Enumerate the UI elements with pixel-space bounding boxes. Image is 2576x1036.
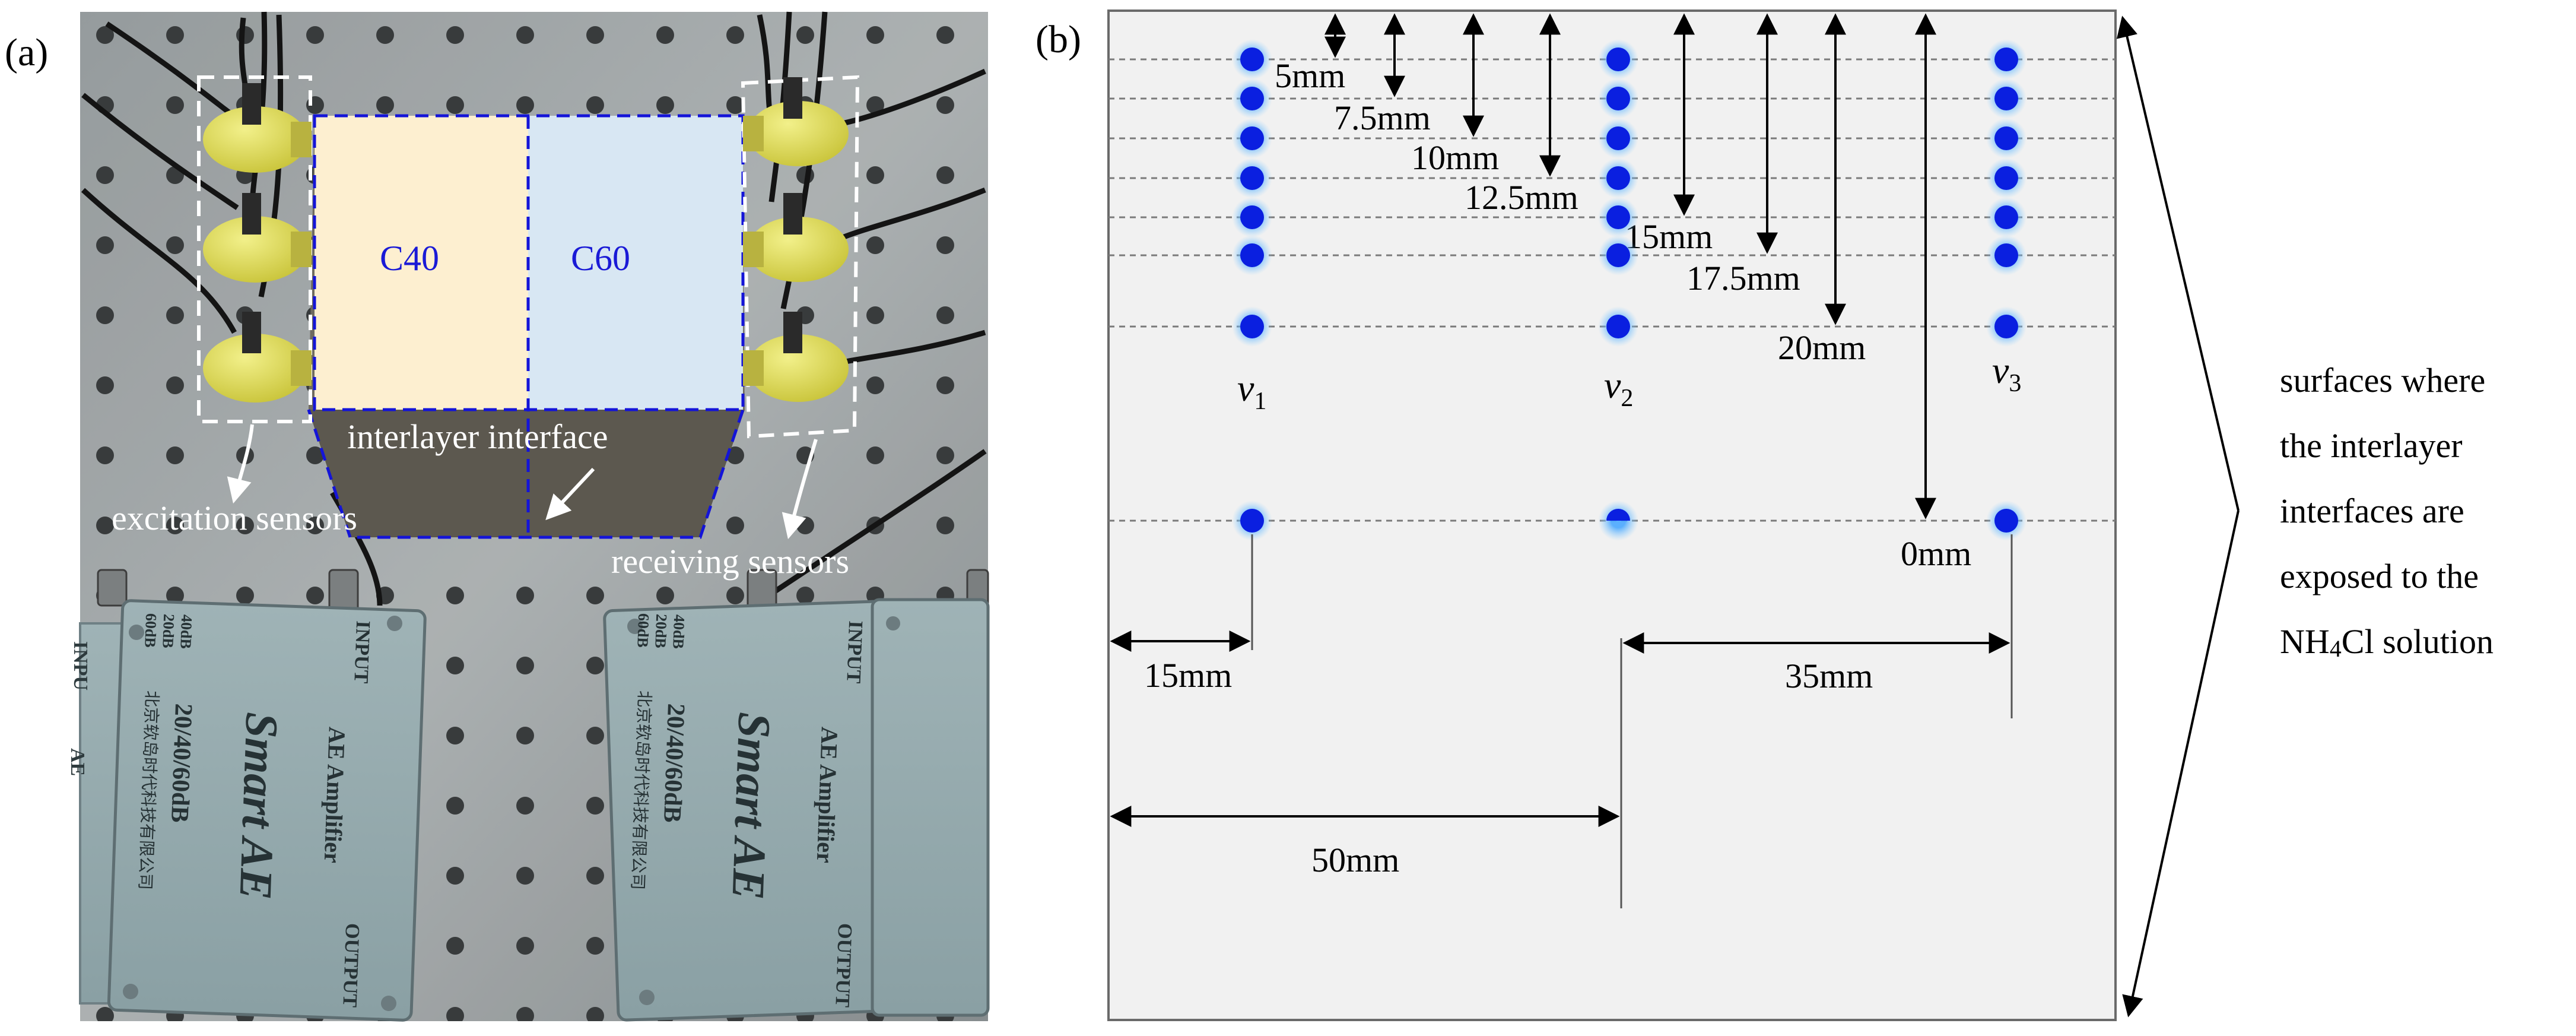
depth-label-10mm: 10mm: [1411, 138, 1499, 177]
dimension-label-15mm: 15mm: [1144, 656, 1232, 695]
svg-text:40dB: 40dB: [177, 614, 195, 650]
measurement-points-v1: [1232, 39, 1272, 541]
concrete-specimen: C40 C60: [307, 114, 745, 539]
svg-text:60dB: 60dB: [141, 613, 160, 648]
side-note-line-3: interfaces are: [2280, 492, 2464, 530]
svg-text:INPU: INPU: [69, 641, 91, 690]
side-note-line-2: the interlayer: [2280, 426, 2463, 465]
sensor-left-1: [203, 83, 312, 173]
depth-label-5mm: 5mm: [1275, 56, 1345, 95]
c40-region: [315, 116, 528, 410]
sensor-left-2: [203, 193, 312, 283]
excitation-arrow: [227, 424, 254, 504]
c60-region: [528, 116, 743, 410]
c40-label: C40: [380, 239, 439, 278]
ae-amplifier-right: Smart AE AE Amplifier 20/40/60dB 北京软岛时代科…: [603, 599, 917, 1022]
column-label-v2: v2: [1604, 364, 1633, 412]
svg-text:60dB: 60dB: [634, 613, 652, 648]
sensor-right-3: [743, 312, 849, 402]
ae-amplifier-partial-right: [871, 598, 990, 1017]
sensor-left-3: [203, 312, 312, 403]
depth-arrows: [1324, 13, 1936, 519]
amp-left-text: Smart AE AE Amplifier 20/40/60dB 北京软岛时代科…: [135, 613, 374, 1008]
depth-label-7-5mm: 7.5mm: [1334, 99, 1431, 137]
svg-text:AE Amplifier: AE Amplifier: [319, 726, 351, 863]
c60-label: C60: [571, 239, 630, 278]
interface-arrow: [545, 467, 595, 521]
side-note-line-1: surfaces where: [2280, 361, 2485, 400]
excitation-sensors: [197, 75, 312, 423]
svg-text:AE Amplifier: AE Amplifier: [812, 726, 843, 863]
receiving-arrow: [782, 439, 818, 540]
svg-text:20/40/60dB: 20/40/60dB: [166, 703, 197, 823]
svg-text:20/40/60dB: 20/40/60dB: [658, 703, 690, 823]
svg-text:AE: AE: [66, 748, 88, 776]
svg-text:OUTPUT: OUTPUT: [831, 923, 856, 1008]
svg-text:40dB: 40dB: [669, 614, 688, 650]
dimension-label-35mm: 35mm: [1785, 657, 1873, 695]
depth-label-20mm: 20mm: [1778, 328, 1866, 367]
depth-label-15mm: 15mm: [1625, 217, 1713, 256]
measurement-points-v2: [1598, 39, 1638, 541]
svg-text:20dB: 20dB: [159, 614, 177, 649]
svg-text:OUTPUT: OUTPUT: [338, 923, 363, 1008]
depth-label-0mm: 0mm: [1901, 534, 1971, 573]
excitation-label: excitation sensors: [112, 499, 357, 537]
svg-text:Smart AE: Smart AE: [230, 711, 288, 901]
side-note-line-5: NH4Cl solution: [2280, 622, 2494, 662]
measurement-points-v3: [1986, 39, 2027, 541]
panel-b-label: (b): [1036, 18, 1081, 61]
sensor-right-2: [743, 193, 849, 282]
svg-text:20dB: 20dB: [652, 614, 670, 649]
horizontal-dimensions: [1110, 534, 2013, 908]
depth-label-group: 5mm 7.5mm 10mm 12.5mm 15mm 17.5mm 20mm 0…: [1275, 56, 1971, 573]
sensor-right-1: [743, 77, 849, 166]
svg-text:INPUT: INPUT: [350, 620, 374, 684]
ae-amplifier-left: Smart AE AE Amplifier 20/40/60dB 北京软岛时代科…: [107, 599, 427, 1022]
depth-label-12-5mm: 12.5mm: [1465, 178, 1578, 217]
panel-a-label: (a): [5, 31, 48, 74]
surface-bracket-arrow: [2116, 15, 2240, 1018]
receiving-sensors: [741, 75, 860, 439]
depth-label-17-5mm: 17.5mm: [1686, 259, 1800, 297]
panel-a: (a): [5, 11, 990, 1022]
svg-text:INPUT: INPUT: [842, 620, 866, 684]
panel-b: (b) 5mm 7.5mm 10mm: [1036, 9, 2494, 1021]
side-note-line-4: exposed to the: [2280, 557, 2479, 595]
receiving-label: receiving sensors: [611, 542, 849, 581]
column-label-v1: v1: [1237, 367, 1266, 415]
column-label-v3: v3: [1992, 349, 2021, 397]
side-note: surfaces where the interlayer interfaces…: [2280, 361, 2494, 662]
dimension-label-50mm: 50mm: [1311, 841, 1399, 879]
interface-label: interlayer interface: [347, 417, 608, 456]
svg-text:Smart AE: Smart AE: [723, 711, 781, 901]
bnc-connectors: [97, 569, 989, 613]
